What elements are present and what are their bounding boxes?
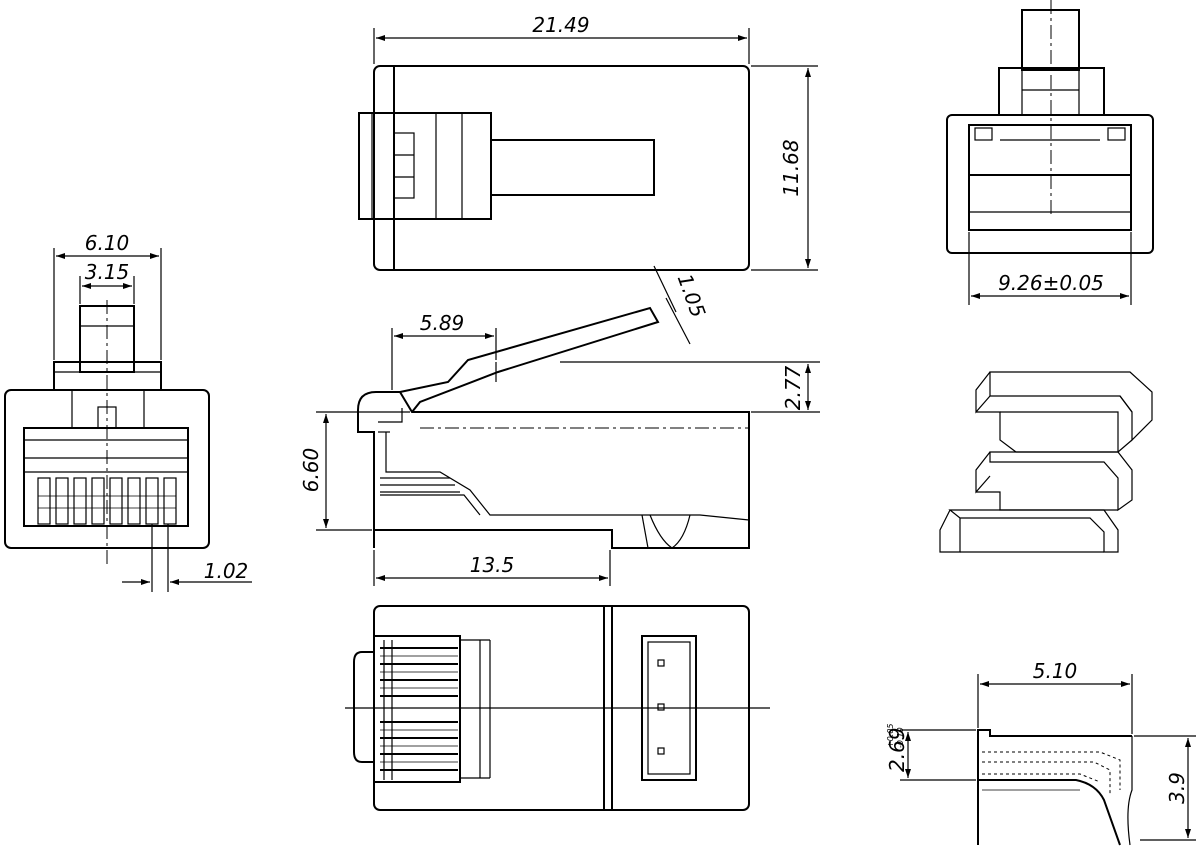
dim-top-length: 21.49	[532, 13, 589, 37]
dim-detail-tol-lower: -0.10	[896, 727, 905, 748]
dim-latch-thickness: 1.05	[673, 271, 711, 321]
rear-view: 9.26±0.05	[946, 0, 1154, 305]
dim-detail-width: 5.10	[1033, 659, 1078, 683]
dim-detail-tol-upper: +0.05	[886, 723, 895, 748]
dim-side-height: 6.60	[299, 448, 323, 493]
dim-front-width: 6.10	[85, 231, 130, 255]
dim-latch-height: 2.77	[781, 365, 805, 410]
dim-detail-height-total: 3.9	[1165, 772, 1189, 804]
dim-detail-height-main: 2.69	[885, 727, 909, 772]
front-view: 6.10 3.15 1.02	[4, 231, 252, 592]
isometric-contact	[939, 371, 1153, 553]
dim-pin-pitch: 1.02	[204, 559, 249, 583]
detail-section: 5.10 2.69 +0.05 -0.10 3.9	[885, 659, 1196, 846]
bottom-view	[345, 605, 770, 811]
dim-top-height: 11.68	[779, 139, 803, 196]
top-view: 21.49 11.68	[358, 13, 818, 271]
dim-side-length: 13.5	[470, 553, 515, 577]
contact-blades	[380, 640, 458, 780]
side-view: 5.89 1.05 2.77 6.60 13.5	[299, 265, 820, 586]
dim-latch-offset: 5.89	[420, 311, 465, 335]
contact-pins	[37, 477, 177, 525]
dim-front-inner: 3.15	[85, 260, 130, 284]
dim-rear-width: 9.26±0.05	[998, 271, 1104, 295]
